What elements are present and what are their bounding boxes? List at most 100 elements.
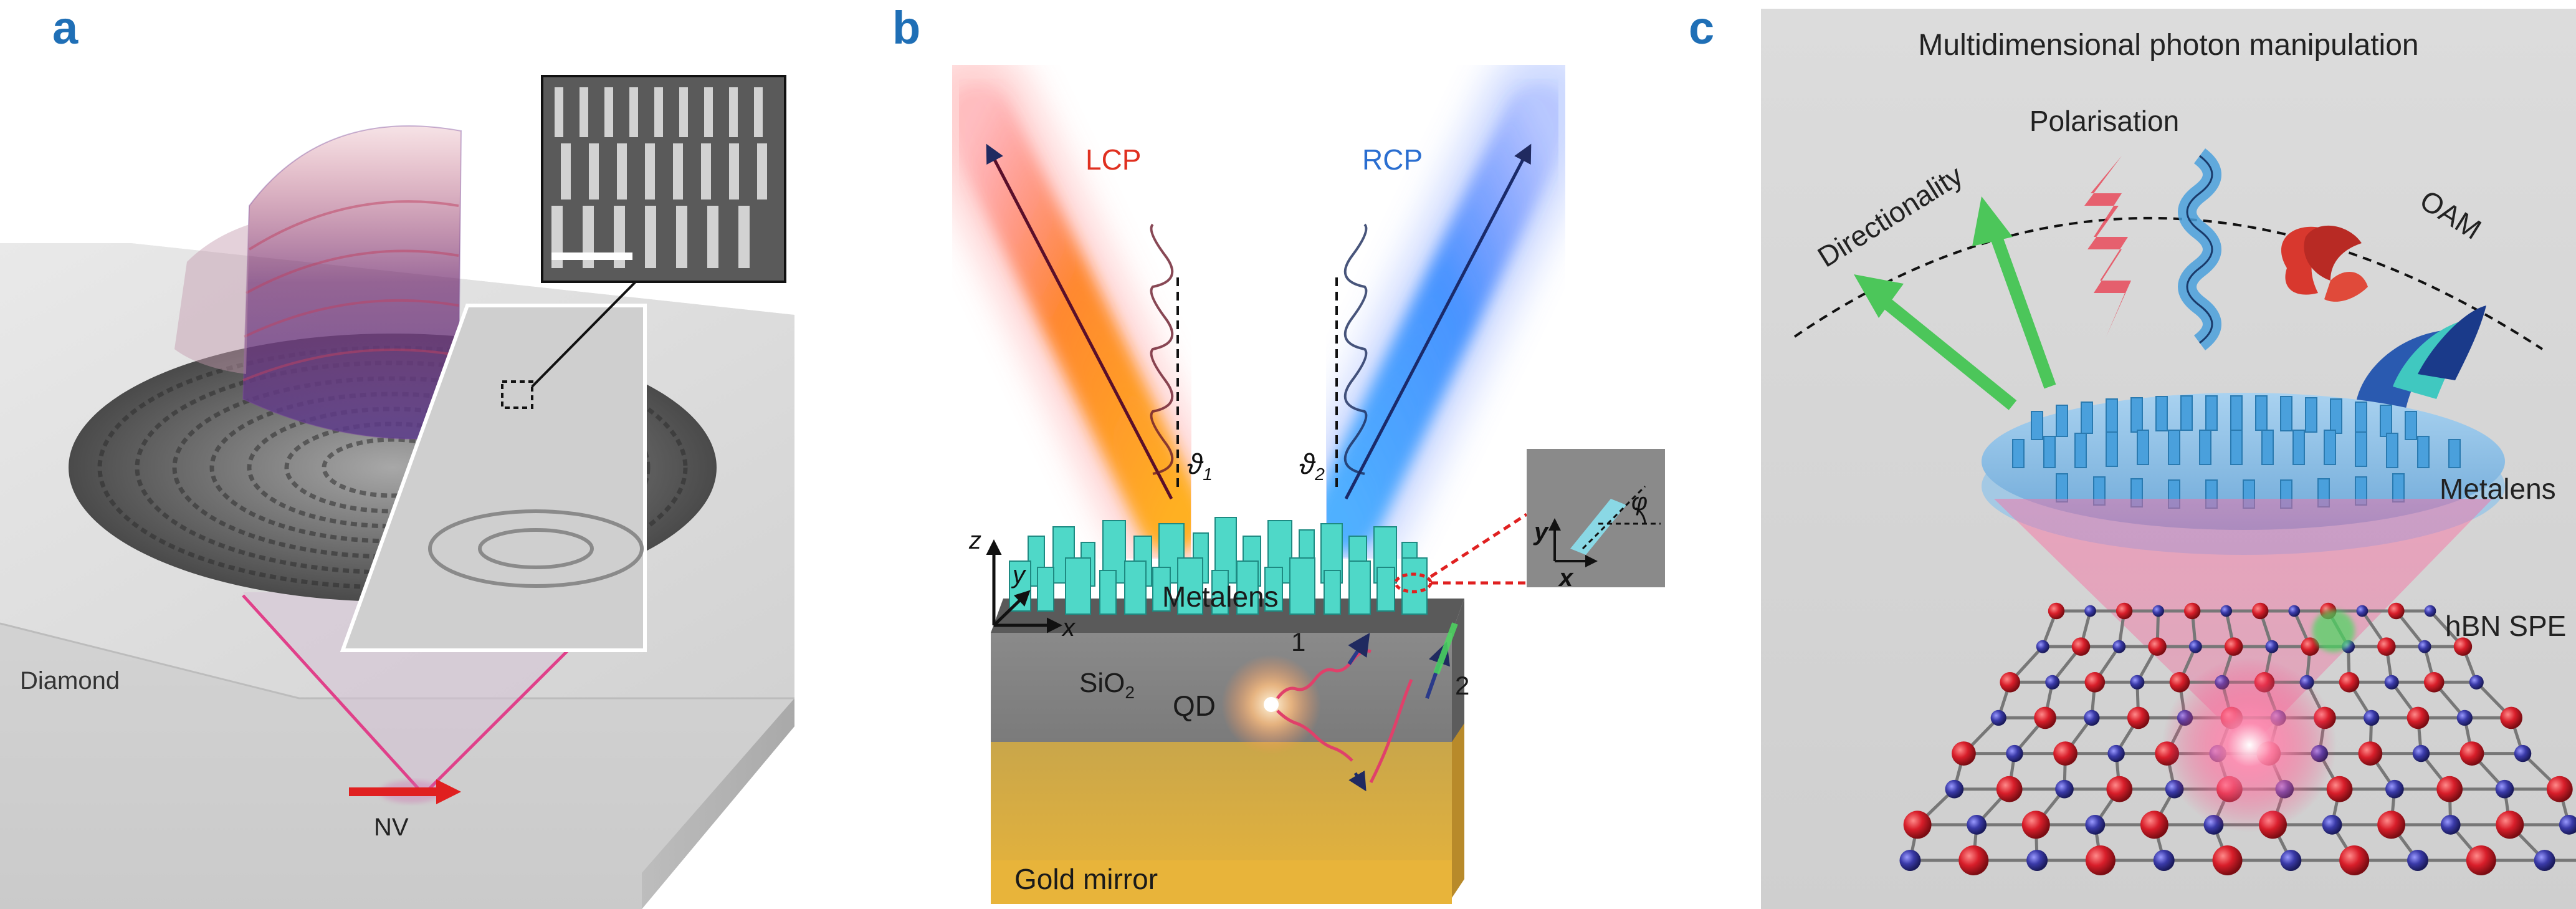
nitrogen-atom xyxy=(2407,706,2430,729)
nitrogen-atom xyxy=(2048,602,2065,620)
boron-atom xyxy=(2534,850,2555,871)
nitrogen-atom xyxy=(2423,672,2445,693)
boron-atom xyxy=(2036,640,2049,653)
oam-spiral-blue xyxy=(2355,305,2486,411)
panel-a: a xyxy=(0,2,794,909)
boron-atom xyxy=(2356,605,2368,617)
boron-atom xyxy=(2152,605,2164,617)
metalens-label-b: Metalens xyxy=(1162,580,1279,613)
boron-atom xyxy=(2220,605,2233,617)
inset-y-label: y xyxy=(1533,518,1549,546)
nitrogen-atom xyxy=(2358,741,2383,766)
nitrogen-atom xyxy=(2116,602,2133,620)
green-emitter-glow xyxy=(2312,610,2355,652)
panel-a-letter: a xyxy=(52,2,79,54)
boron-atom xyxy=(2495,779,2514,799)
boron-atom xyxy=(2055,779,2074,799)
emission-plume xyxy=(174,125,462,440)
nitrogen-atom xyxy=(2546,776,2573,802)
panel-c-letter: c xyxy=(1689,2,1714,54)
nitrogen-atom xyxy=(2106,776,2133,802)
metalens-pillars-b xyxy=(1009,517,1428,615)
boron-atom xyxy=(2130,675,2145,690)
nitrogen-atom xyxy=(2301,637,2320,656)
boron-atom xyxy=(2084,709,2100,726)
boron-atom xyxy=(2407,850,2428,871)
nv-dipole xyxy=(349,779,461,804)
gold-mirror-label: Gold mirror xyxy=(1014,863,1158,895)
nitrogen-atom xyxy=(2496,810,2524,839)
nitrogen-atom xyxy=(2053,741,2077,766)
boron-atom xyxy=(2006,744,2023,762)
panel-c: c Multidimensional photon manipulation P… xyxy=(1689,2,2576,909)
qd-emitter xyxy=(1221,622,1458,792)
substrate-block xyxy=(991,599,1464,904)
boron-atom xyxy=(2384,675,2399,690)
nitrogen-atom xyxy=(2459,741,2484,766)
path1-label: 1 xyxy=(1291,627,1305,656)
nitrogen-atom xyxy=(2453,637,2473,656)
panel-b-letter: b xyxy=(892,2,920,54)
pillar-inset xyxy=(1527,449,1665,587)
boron-atom xyxy=(1990,709,2006,726)
boron-atom xyxy=(2288,605,2301,617)
nitrogen-atom xyxy=(2224,637,2243,656)
directional-arrows xyxy=(1854,196,2056,410)
nitrogen-atom xyxy=(2339,672,2360,693)
theta1-label: ϑ1 xyxy=(1187,448,1213,484)
polarisation-helix-red xyxy=(2084,156,2131,337)
emission-cone xyxy=(1994,499,2493,748)
boron-atom xyxy=(1967,814,1987,835)
axis-y-label: y xyxy=(1011,561,1027,589)
nitrogen-atom xyxy=(2500,706,2522,729)
nitrogen-atom xyxy=(2071,637,2091,656)
nitrogen-atom xyxy=(2127,706,2150,729)
nitrogen-atom xyxy=(2326,776,2353,802)
nitrogen-atom xyxy=(2436,776,2463,802)
sio2-label: SiO2 xyxy=(1079,668,1135,702)
boron-atom xyxy=(2085,814,2106,835)
nitrogen-atom xyxy=(2085,845,2116,875)
polarisation-label: Polarisation xyxy=(2030,105,2179,137)
panel-c-title: Multidimensional photon manipulation xyxy=(1918,29,2418,62)
theta2-label: ϑ2 xyxy=(1299,448,1325,484)
nitrogen-atom xyxy=(2377,810,2406,839)
nitrogen-atom xyxy=(1996,776,2023,802)
nitrogen-atom xyxy=(2339,845,2370,875)
boron-atom xyxy=(2440,814,2461,835)
boron-atom xyxy=(2456,709,2473,726)
boron-atom xyxy=(2469,675,2484,690)
diamond-label: Diamond xyxy=(20,667,120,695)
coordinate-axes xyxy=(986,539,1062,633)
inset-x-label: x xyxy=(1558,564,1574,592)
hbn-spe-label: hBN SPE xyxy=(2445,610,2566,642)
metalens-label-c: Metalens xyxy=(2440,473,2556,505)
rcp-beam xyxy=(1287,47,1605,577)
boron-atom xyxy=(2188,640,2202,653)
panel-b: b xyxy=(892,2,1665,904)
boron-atom xyxy=(2153,850,2175,871)
path2-label: 2 xyxy=(1455,671,1469,700)
polarisation-helix-blue xyxy=(2178,148,2221,350)
boron-atom xyxy=(2412,744,2430,762)
nitrogen-atom xyxy=(2000,672,2021,693)
boron-atom xyxy=(2364,709,2380,726)
nitrogen-atom xyxy=(2466,845,2496,875)
boron-atom xyxy=(2322,814,2342,835)
boron-atom xyxy=(2112,640,2126,653)
nitrogen-atom xyxy=(1958,845,1989,875)
scale-bar xyxy=(551,252,632,260)
phi-label: φ xyxy=(1631,488,1648,516)
qd-label: QD xyxy=(1173,690,1216,722)
boron-atom xyxy=(1899,850,1921,871)
lcp-beam xyxy=(913,47,1231,577)
sem-overlay xyxy=(340,281,647,652)
nitrogen-atom xyxy=(2021,810,2050,839)
axis-x-label: x xyxy=(1061,614,1076,642)
dimension-arc xyxy=(1793,216,2544,350)
nitrogen-atom xyxy=(1903,810,1932,839)
boron-atom xyxy=(2418,640,2431,653)
boron-atom xyxy=(2280,850,2302,871)
lcp-label: LCP xyxy=(1085,143,1141,176)
